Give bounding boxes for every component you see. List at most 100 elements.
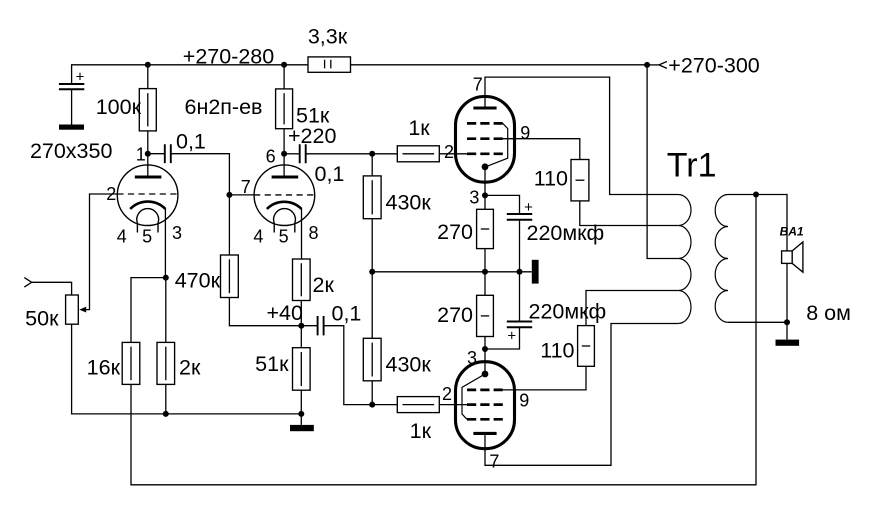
v2-cathode (265, 200, 303, 210)
resistor-110-top (570, 158, 590, 202)
pin-ot1-2: 2 (444, 142, 454, 162)
label-r51k-top: 51к (296, 103, 330, 127)
ot1-cathode-dot (481, 163, 489, 171)
label-r270-bottom: 270 (437, 303, 473, 327)
resistor-470k (219, 254, 239, 299)
v1-heater (136, 207, 160, 233)
capacitor-filter-270x350 (58, 83, 85, 91)
resistor-270-bottom (475, 294, 495, 338)
label-rail-300: +270-300 (668, 54, 760, 78)
potentiometer-50k (64, 294, 87, 325)
wire-v1-grid (84, 193, 118, 311)
bplus-arrow-icon (657, 60, 668, 69)
wire-bplus-rail (646, 64, 679, 260)
triode-v1 (116, 164, 179, 233)
label-c01-1: 0,1 (176, 130, 206, 154)
resistor-51k-bottom (291, 347, 311, 391)
pin-ot2-2: 2 (442, 384, 452, 404)
ot2-envelope (453, 360, 517, 451)
label-pot50k: 50к (25, 307, 59, 331)
wire-ot2-anode (484, 322, 679, 466)
pin-v1-5: 5 (142, 226, 152, 246)
pot-wiper-arrow-icon (79, 306, 87, 313)
pin-v2-7: 7 (241, 177, 251, 197)
v2-heater (272, 207, 297, 233)
resistor-2k-v1 (156, 341, 176, 386)
ground-filter-icon (59, 124, 84, 130)
label-r430k-top: 430к (386, 191, 432, 215)
label-8ohm: 8 ом (806, 301, 851, 325)
label-c220-bottom: 220мкф (529, 300, 607, 324)
wire-470k-bottom (228, 297, 302, 327)
label-r430k-bottom: 430к (386, 353, 432, 377)
label-ba1: BA1 (780, 225, 804, 239)
capacitor-bypass-top (506, 213, 533, 221)
resistor-51k-top (274, 88, 294, 130)
label-plus220: +220 (288, 124, 336, 148)
grounds (59, 124, 800, 432)
pin-ot1-3: 3 (469, 188, 479, 208)
v2-envelope (253, 164, 316, 227)
label-r470k: 470к (175, 269, 221, 293)
label-plus-filter: + (76, 69, 85, 86)
resistor-1k-bottom (396, 395, 440, 414)
label-r2k-v2: 2к (313, 273, 335, 297)
wire-ul-tap-bottom (585, 289, 679, 326)
pin-ot1-9: 9 (520, 123, 530, 143)
resistor-100k (138, 87, 157, 132)
wire-input (31, 281, 73, 295)
wire-ground-bus (70, 324, 302, 415)
label-r3k3: 3,3к (308, 24, 348, 48)
output-tube-bottom (453, 360, 517, 451)
label-r16k: 16к (87, 356, 121, 380)
wire-ul-tap-top (579, 200, 679, 227)
label-r1k-bottom: 1к (410, 419, 432, 443)
capacitors (58, 83, 533, 336)
label-tr1: Tr1 (667, 147, 717, 185)
pin-v1-4: 4 (117, 226, 127, 246)
label-r110-bottom: 110 (540, 339, 574, 363)
label-r110-top: 110 (534, 167, 568, 191)
wire-c1-right (171, 153, 231, 195)
ground-speaker-icon (775, 339, 800, 346)
label-r2k-v1: 2к (179, 356, 201, 380)
resistor-16k (121, 341, 141, 386)
output-transformer (678, 193, 729, 325)
v1-envelope (116, 164, 179, 227)
resistor-430k-top (362, 175, 382, 220)
pin-v2-4: 4 (253, 226, 263, 246)
capacitor-coupling-1 (163, 144, 172, 164)
wire-top-rail-left (70, 64, 308, 84)
label-r1k-top: 1к (408, 116, 430, 140)
triode-v2 (253, 164, 316, 233)
wire-secondary-top (728, 193, 788, 251)
output-tube-top (453, 94, 517, 184)
ot1-suppressor-tie (486, 122, 509, 167)
wire-cath-to-16k (130, 276, 166, 343)
speaker (780, 240, 804, 274)
label-c01-3: 0,1 (332, 301, 362, 325)
label-r100k: 100к (96, 95, 142, 119)
wires (23, 60, 788, 486)
resistor-430k-bottom (362, 337, 382, 382)
label-plus-cap-bottom: + (507, 328, 516, 345)
ground-mid-icon (290, 424, 314, 432)
pin-v2-6: 6 (266, 147, 276, 167)
pin-v2-5: 5 (279, 226, 289, 246)
input-arrow-icon (23, 277, 33, 288)
ot2-suppressor-tie (461, 373, 486, 420)
capacitor-coupling-3 (316, 316, 325, 336)
label-plus-cap-top: + (524, 199, 533, 216)
wire-cath1-to-cap (485, 194, 521, 214)
pin-v1-2: 2 (106, 184, 116, 204)
label-c01-2: 0,1 (315, 162, 345, 186)
label-c-filter: 270x350 (30, 139, 113, 163)
pin-ot2-3: 3 (467, 348, 477, 368)
resistors (64, 56, 596, 414)
pin-ot1-7: 7 (473, 75, 483, 95)
capacitor-coupling-2 (298, 144, 307, 164)
wire-feedback (130, 194, 757, 486)
wire-ot2-screen (502, 366, 587, 391)
